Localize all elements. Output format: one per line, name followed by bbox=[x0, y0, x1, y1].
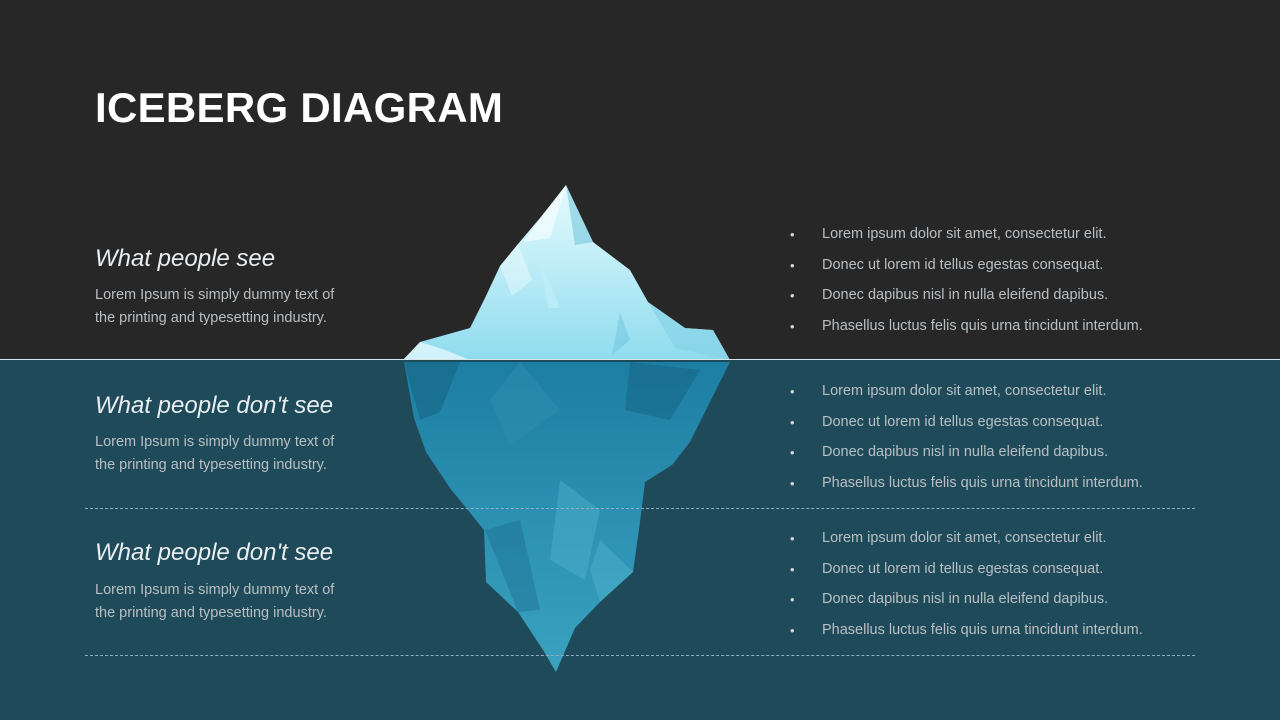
bullet-list-hidden: Lorem ipsum dolor sit amet, consectetur … bbox=[790, 383, 1143, 505]
body-line: the printing and typesetting industry. bbox=[95, 310, 327, 326]
section-body-visible: Lorem Ipsum is simply dummy text of the … bbox=[95, 284, 365, 330]
waterline-divider bbox=[0, 359, 1280, 360]
bullet-item: Donec dapibus nisl in nulla eleifend dap… bbox=[790, 591, 1143, 622]
bullet-list-deep: Lorem ipsum dolor sit amet, consectetur … bbox=[790, 530, 1143, 652]
body-line: the printing and typesetting industry. bbox=[95, 457, 327, 473]
bullet-list-visible: Lorem ipsum dolor sit amet, consectetur … bbox=[790, 226, 1143, 348]
bullet-item: Donec dapibus nisl in nulla eleifend dap… bbox=[790, 444, 1143, 475]
bullet-item: Phasellus luctus felis quis urna tincidu… bbox=[790, 475, 1143, 506]
bullet-item: Donec dapibus nisl in nulla eleifend dap… bbox=[790, 287, 1143, 318]
bullet-item: Phasellus luctus felis quis urna tincidu… bbox=[790, 318, 1143, 349]
section-heading-visible: What people see bbox=[95, 245, 276, 272]
body-line: Lorem Ipsum is simply dummy text of bbox=[95, 582, 335, 598]
slide-title: ICEBERG DIAGRAM bbox=[95, 84, 504, 131]
section-heading-deep: What people don't see bbox=[95, 539, 334, 566]
iceberg-icon bbox=[403, 185, 730, 672]
bullet-item: Lorem ipsum dolor sit amet, consectetur … bbox=[790, 226, 1143, 257]
body-line: Lorem Ipsum is simply dummy text of bbox=[95, 287, 335, 303]
dashed-divider bbox=[85, 508, 1195, 509]
bullet-item: Donec ut lorem id tellus egestas consequ… bbox=[790, 561, 1143, 592]
dashed-divider bbox=[85, 655, 1195, 656]
bullet-item: Donec ut lorem id tellus egestas consequ… bbox=[790, 257, 1143, 288]
section-body-hidden: Lorem Ipsum is simply dummy text of the … bbox=[95, 431, 365, 477]
bullet-item: Phasellus luctus felis quis urna tincidu… bbox=[790, 622, 1143, 653]
bullet-item: Lorem ipsum dolor sit amet, consectetur … bbox=[790, 530, 1143, 561]
body-line: the printing and typesetting industry. bbox=[95, 605, 327, 621]
body-line: Lorem Ipsum is simply dummy text of bbox=[95, 434, 335, 450]
bullet-item: Donec ut lorem id tellus egestas consequ… bbox=[790, 414, 1143, 445]
bullet-item: Lorem ipsum dolor sit amet, consectetur … bbox=[790, 383, 1143, 414]
section-heading-hidden: What people don't see bbox=[95, 392, 334, 419]
section-body-deep: Lorem Ipsum is simply dummy text of the … bbox=[95, 579, 365, 625]
